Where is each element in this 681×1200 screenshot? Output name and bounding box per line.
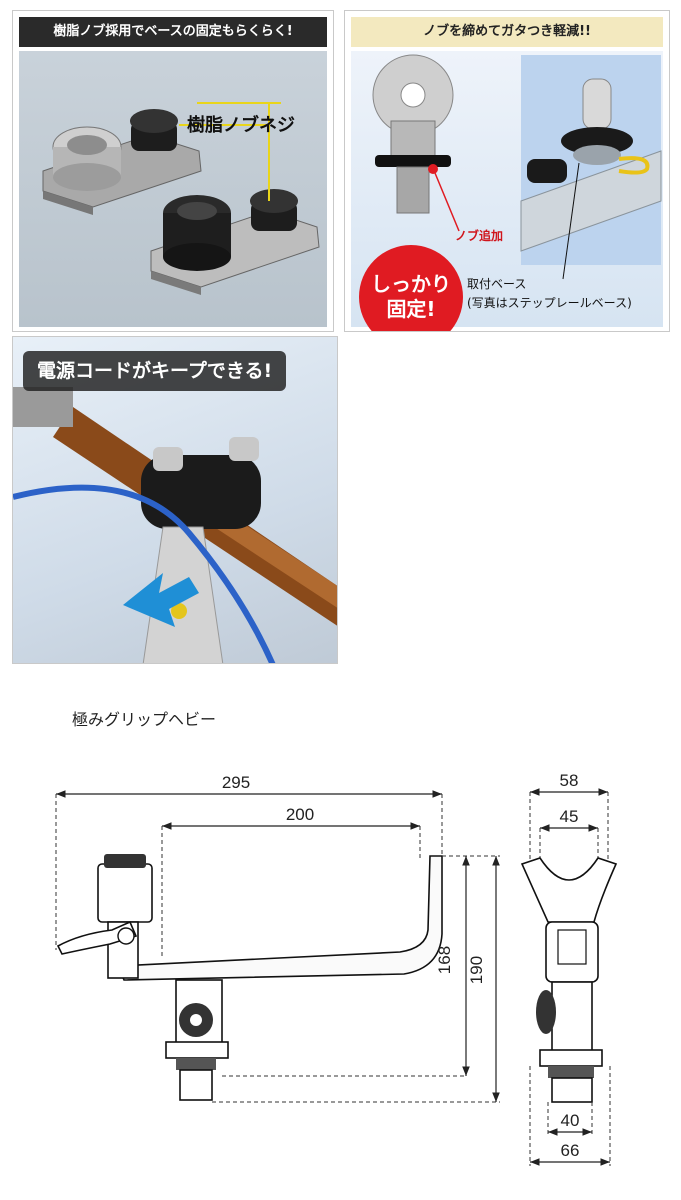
mounting-base-label: 取付ベース (写真はステップレールベース) xyxy=(467,275,632,313)
firmly-fixed-line2: 固定! xyxy=(386,297,436,321)
firmly-fixed-line1: しっかり xyxy=(371,272,451,296)
knob-tighten-photo: しっかり 固定! ノブ追加 取付ベース (写真はステップレールベース) xyxy=(351,51,663,331)
dim-height-total: 190 xyxy=(467,956,486,984)
dim-overall-length: 295 xyxy=(222,773,250,792)
mounting-base-line1: 取付ベース xyxy=(467,277,527,291)
power-cord-photo: 電源コードがキープできる! xyxy=(13,337,337,663)
dim-arm-length: 200 xyxy=(286,805,314,824)
holder-arm-outline xyxy=(116,855,443,981)
knob-tighten-panel: ノブを締めてガタつき軽減!! しっかり 固定! ノブ追加 取付 xyxy=(344,10,670,332)
rod-holder-with-cord-illustration xyxy=(13,387,337,663)
dim-base-width: 66 xyxy=(561,1141,580,1160)
knob-added-label: ノブ追加 xyxy=(455,229,504,243)
dimension-drawing: 295 200 168 190 58 45 40 66 xyxy=(55,771,618,1166)
mounting-base-line2: (写真はステップレールベース) xyxy=(467,296,632,311)
firmly-fixed-badge: しっかり 固定! xyxy=(359,245,463,331)
resin-knob-panel: 樹脂ノブ採用でベースの固定もらくらく! xyxy=(12,10,334,332)
dim-base-inner-width: 40 xyxy=(561,1111,580,1130)
resin-knob-label: 樹脂ノブネジ xyxy=(187,115,295,136)
power-cord-panel: 電源コードがキープできる! xyxy=(12,336,338,664)
knob-closeup-illustration xyxy=(372,54,662,280)
power-cord-banner: 電源コードがキープできる! xyxy=(23,351,287,391)
resin-knob-photo: 樹脂ノブネジ xyxy=(19,51,327,327)
product-name: 極みグリップヘビー xyxy=(72,710,217,729)
base-with-knobs-illustration xyxy=(42,102,320,295)
dim-top-width: 58 xyxy=(560,771,579,790)
resin-knob-banner: 樹脂ノブ採用でベースの固定もらくらく! xyxy=(19,17,327,47)
dim-height-inner: 168 xyxy=(435,946,454,974)
knob-tighten-banner: ノブを締めてガタつき軽減!! xyxy=(351,17,663,47)
dim-inner-width: 45 xyxy=(560,807,579,826)
